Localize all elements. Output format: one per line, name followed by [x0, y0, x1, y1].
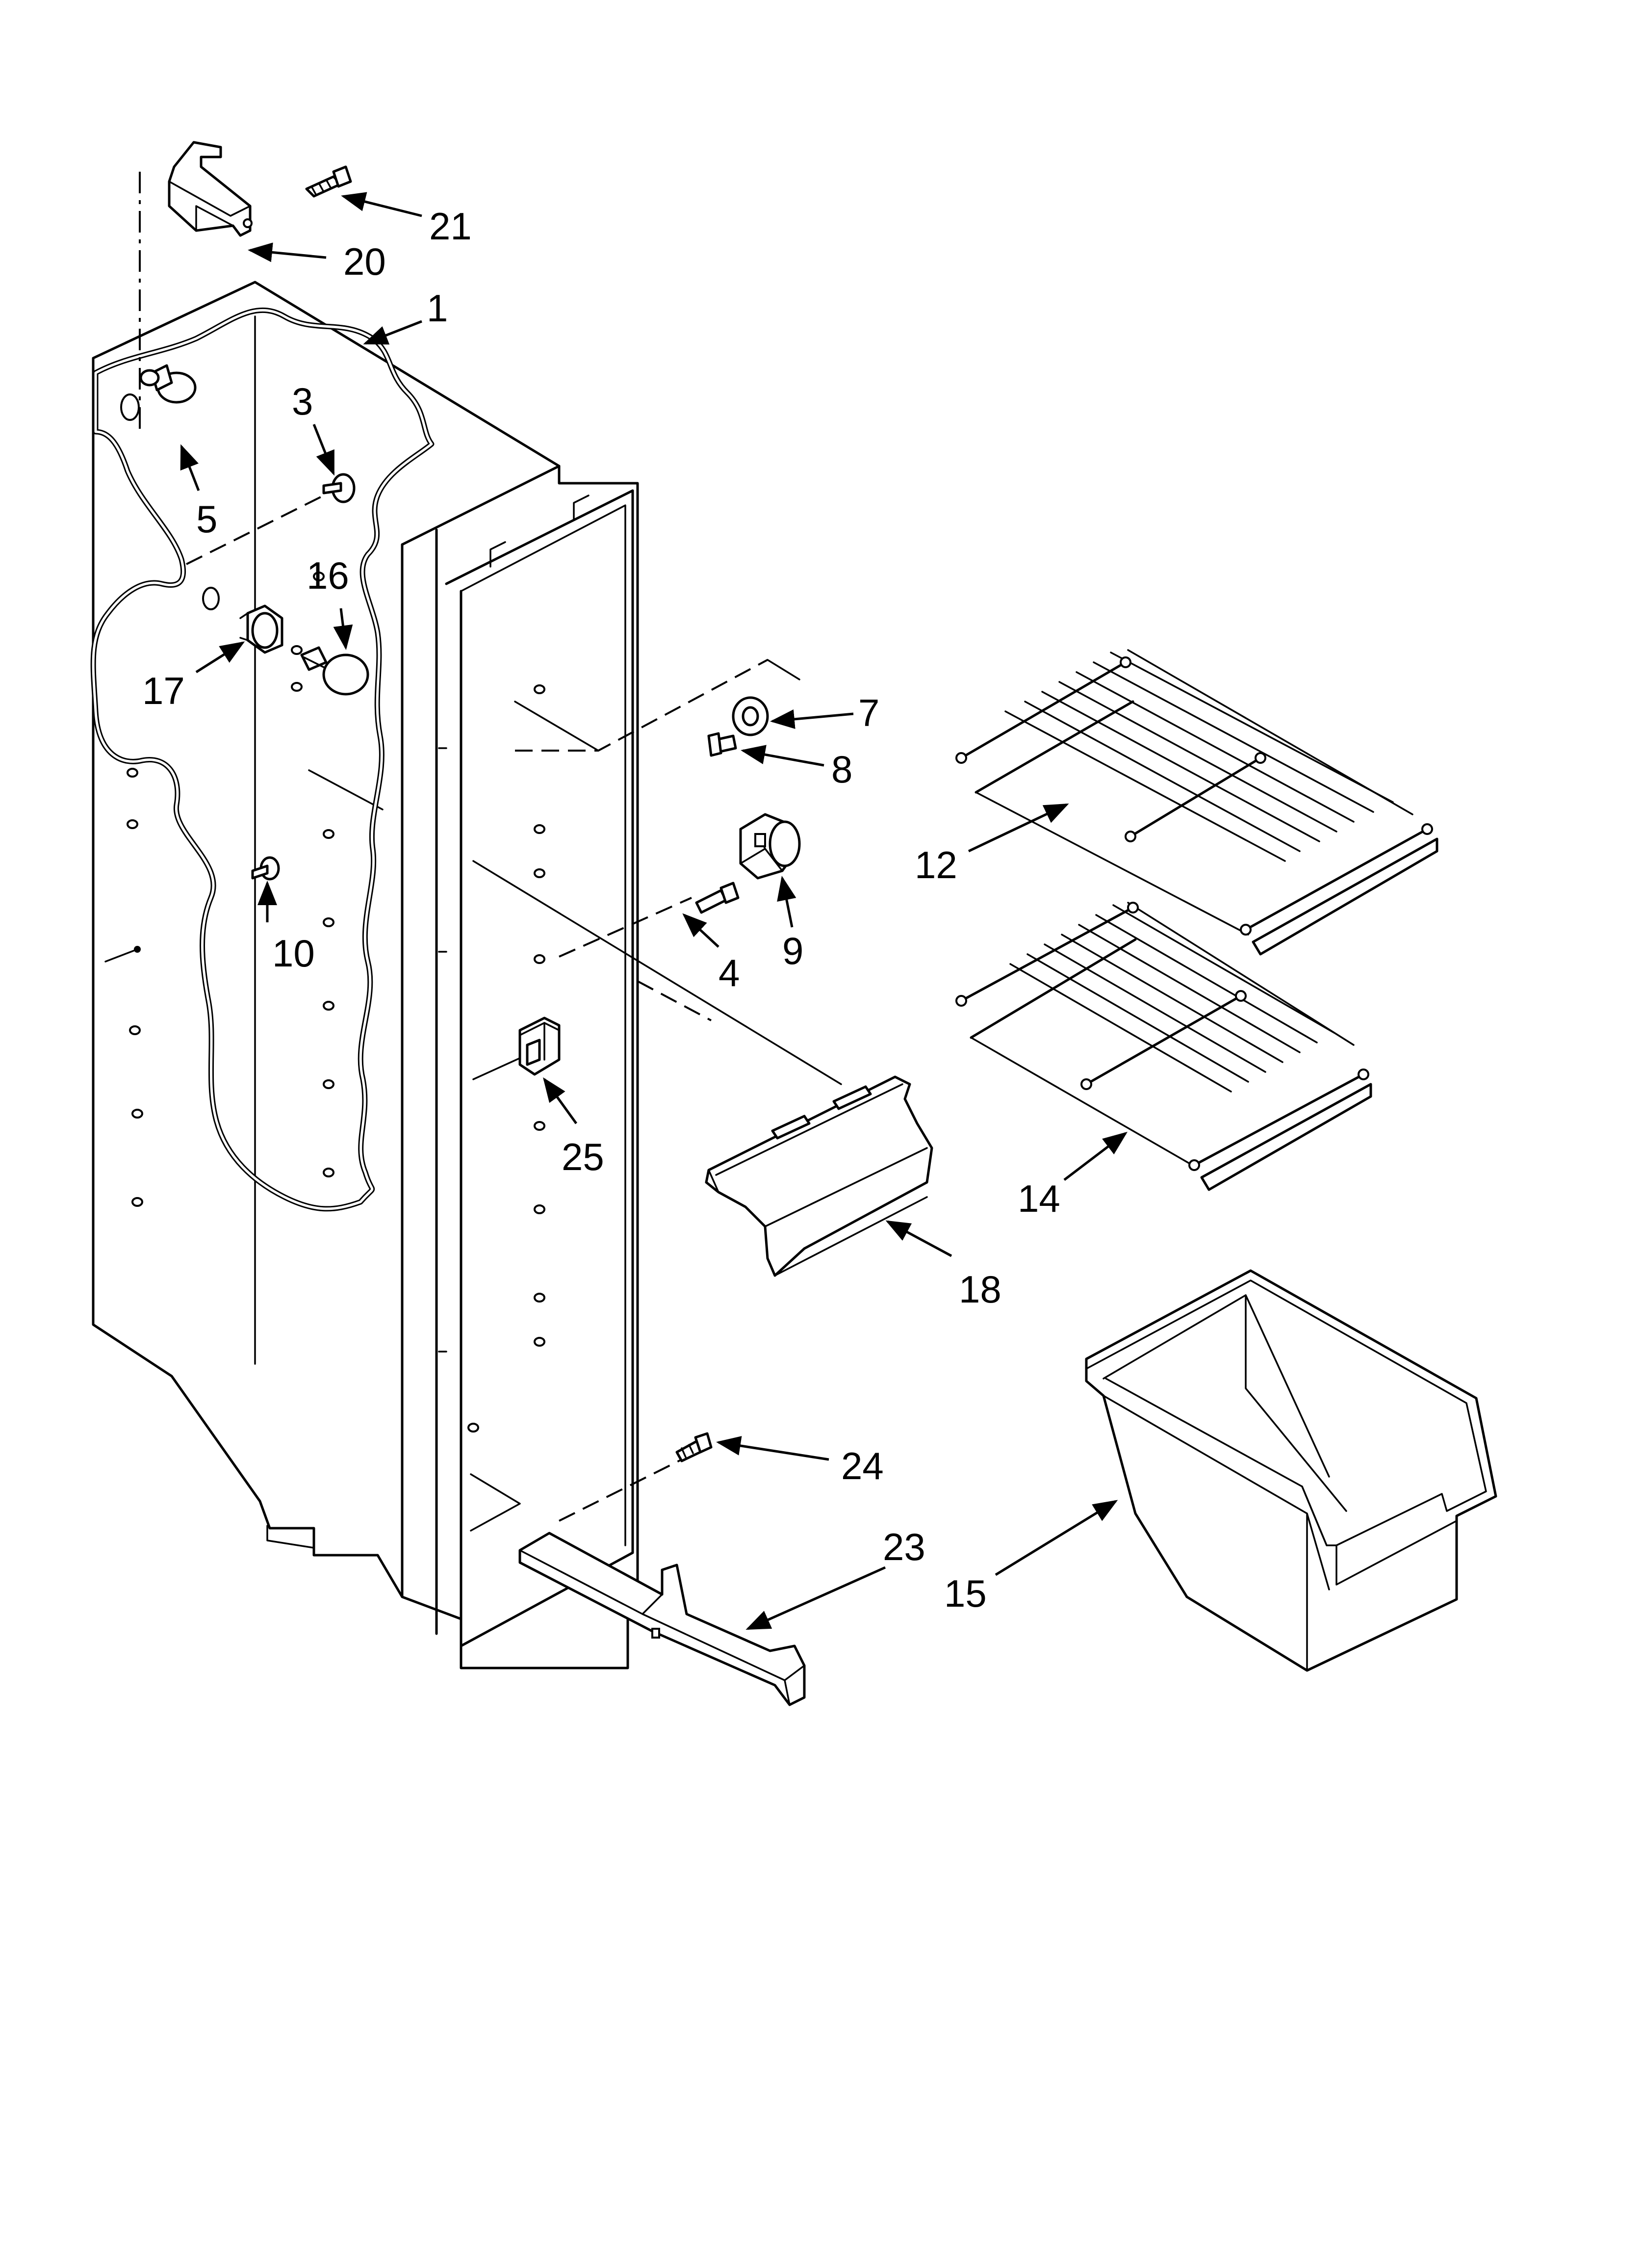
leader-4 — [682, 913, 719, 948]
leader-23 — [745, 1566, 886, 1630]
screw-part-10 — [251, 856, 280, 881]
callout-9: 9 — [782, 929, 803, 972]
alignment-lines — [139, 172, 800, 1522]
leader-21 — [341, 192, 422, 217]
leader-7 — [770, 709, 854, 729]
callout-24: 24 — [841, 1444, 884, 1487]
wire-shelf-part-12 — [955, 649, 1438, 956]
leader-8 — [741, 745, 824, 767]
callout-8: 8 — [831, 748, 852, 791]
leader-15 — [995, 1500, 1118, 1576]
leader-1 — [363, 320, 422, 345]
callout-12: 12 — [915, 843, 957, 886]
plug-part-5 — [139, 364, 197, 404]
leader-14 — [1063, 1131, 1128, 1181]
callout-3: 3 — [292, 380, 313, 423]
callout-20: 20 — [343, 240, 386, 283]
callout-10: 10 — [272, 932, 315, 975]
callout-17: 17 — [142, 669, 185, 712]
leader-25 — [543, 1077, 578, 1124]
callout-5: 5 — [196, 497, 217, 541]
liner-holes — [104, 393, 545, 1433]
bottom-bracket-part-23 — [518, 1532, 806, 1706]
leader-24 — [716, 1436, 829, 1461]
light-bulb-part-16 — [300, 646, 369, 696]
screw-part-21 — [305, 165, 352, 198]
foam-outline — [90, 307, 435, 1212]
callout-4: 4 — [718, 951, 740, 994]
callout-15: 15 — [944, 1572, 987, 1615]
roller-bracket-part-9 — [739, 813, 801, 880]
callout-16: 16 — [307, 554, 349, 597]
callout-14: 14 — [1018, 1177, 1060, 1220]
callout-1: 1 — [427, 287, 448, 330]
leader-9 — [777, 876, 796, 928]
freezer-liner — [92, 281, 842, 1669]
leader-3 — [312, 424, 335, 476]
callout-7: 7 — [858, 691, 879, 734]
storage-bin-part-15 — [1085, 1269, 1497, 1672]
shelf-support-part-18 — [705, 1075, 933, 1277]
callout-25: 25 — [562, 1135, 604, 1178]
callout-21: 21 — [429, 205, 472, 248]
screw-part-4 — [695, 882, 740, 914]
screw-part-8 — [707, 732, 737, 757]
screw-part-3 — [322, 473, 356, 503]
leader-17 — [195, 641, 245, 674]
leader-arrows — [180, 192, 1128, 1630]
cam-part-7 — [732, 696, 769, 736]
leader-5 — [180, 444, 200, 491]
hinge-bracket-part-20 — [168, 141, 253, 237]
screw-part-24 — [675, 1432, 713, 1462]
light-socket-part-17 — [239, 604, 283, 654]
wire-shelf-part-14 — [955, 902, 1372, 1191]
leader-12 — [968, 803, 1069, 853]
callout-18: 18 — [959, 1268, 1001, 1311]
switch-part-25 — [518, 1017, 561, 1076]
leader-16 — [333, 608, 353, 650]
callout-labels: 21 20 1 3 5 16 17 10 7 8 9 4 12 14 18 25… — [142, 205, 1060, 1615]
leader-20 — [248, 242, 327, 262]
leader-18 — [885, 1220, 952, 1257]
callout-23: 23 — [883, 1525, 925, 1568]
